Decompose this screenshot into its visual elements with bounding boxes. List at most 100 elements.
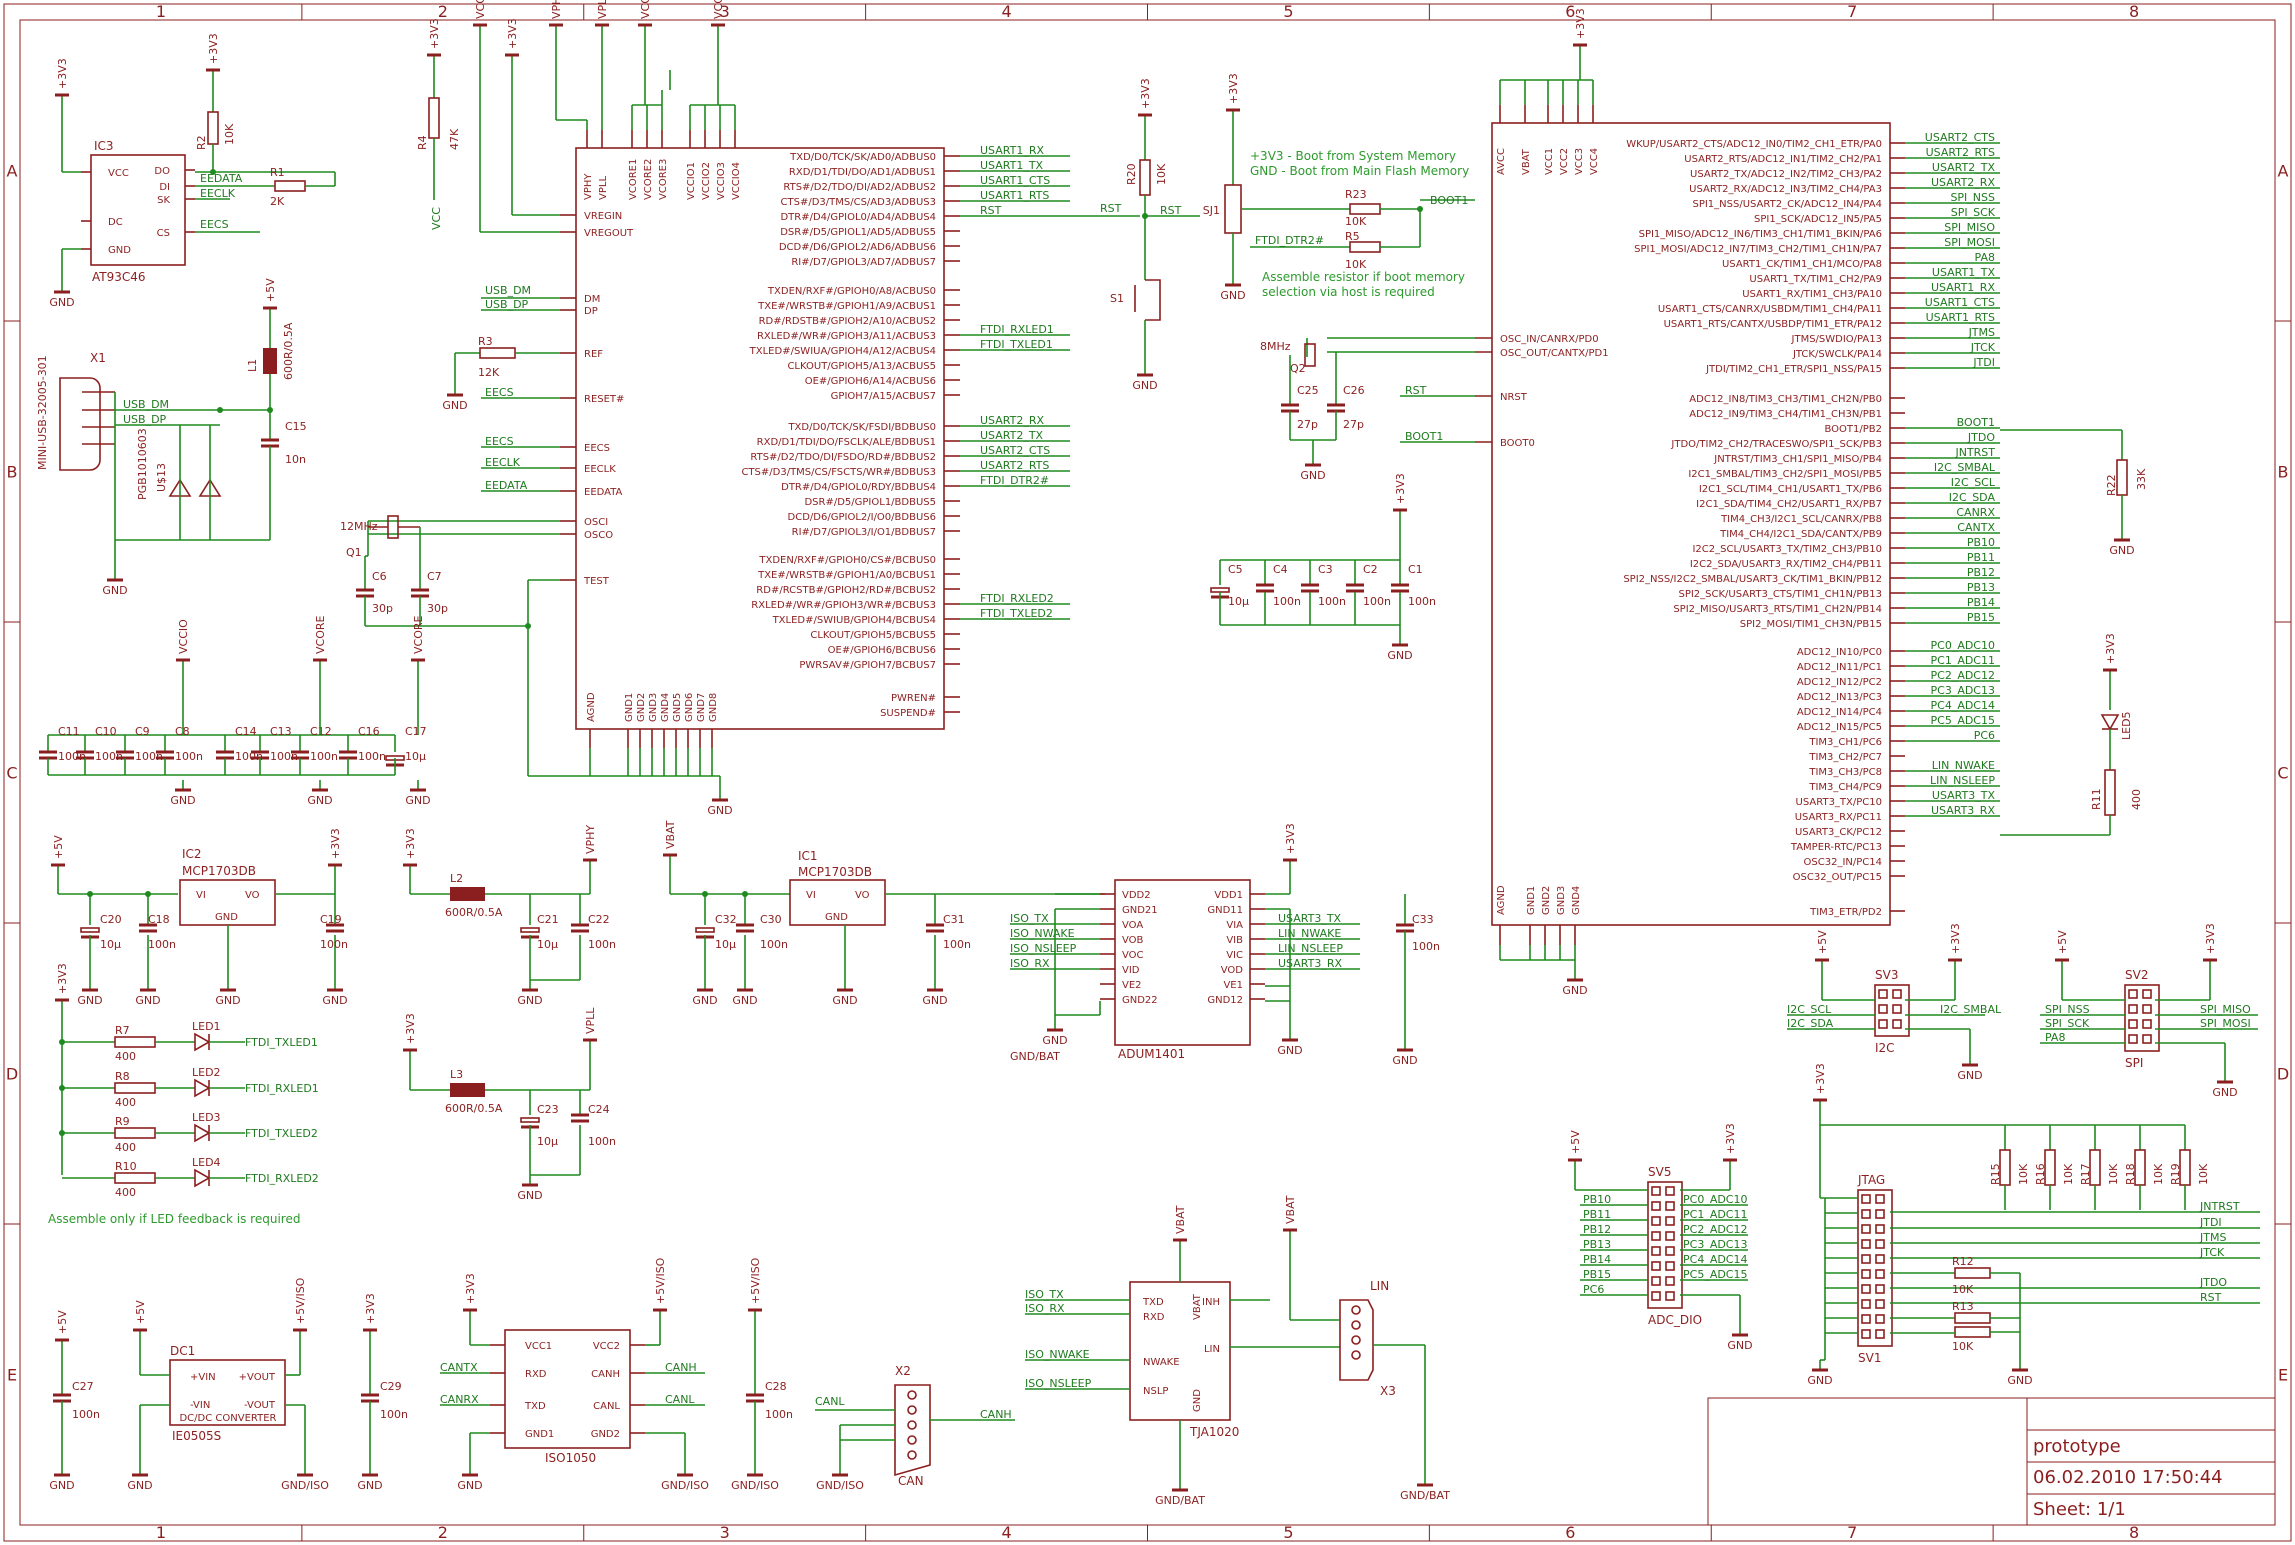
net-label: I2C_SDA <box>1949 491 1996 504</box>
header-pin <box>1651 1291 1661 1301</box>
resistor <box>274 180 306 192</box>
resistor-value: 10K <box>1952 1283 1974 1296</box>
boot-note: +3V3 - Boot from System Memory <box>1250 149 1456 163</box>
junction <box>59 1039 65 1045</box>
header-pin <box>1665 1201 1675 1211</box>
supply-label: +3V3 <box>1394 473 1407 504</box>
switch-s1 <box>1145 279 1161 321</box>
ftdi-pin-label: GND8 <box>708 693 719 722</box>
ic2-part: MCP1703DB <box>182 864 256 878</box>
led <box>194 1032 211 1052</box>
ftdi-pin-label: DM <box>584 294 600 305</box>
ground-label: GND <box>517 994 542 1007</box>
net-label: EECS <box>200 218 229 231</box>
junction <box>59 1130 65 1136</box>
header-pin <box>2128 1019 2138 1029</box>
resistor-name: R13 <box>1952 1300 1974 1313</box>
ftdi-pin-label: PWRSAV#/GPIOH7/BCBUS7 <box>799 660 936 671</box>
net-label: CANH <box>665 1361 697 1374</box>
net-label: EECLK <box>200 187 236 200</box>
net-label: PA8 <box>2045 1031 2065 1044</box>
header-pin <box>1861 1284 1871 1294</box>
net-label: FTDI_DTR2# <box>1255 234 1324 247</box>
pin-label: VCC1 <box>525 1341 552 1352</box>
crystal-value: 12MHz <box>340 520 378 533</box>
capacitor-value: 100n <box>135 750 163 763</box>
pin-label: TXD <box>1142 1297 1164 1308</box>
header-pin <box>1861 1299 1871 1309</box>
capacitor-name: C19 <box>320 913 342 926</box>
header-pin <box>1875 1254 1885 1264</box>
ftdi-pin-label: VREGOUT <box>584 228 634 239</box>
led <box>194 1123 211 1143</box>
ftdi-pin-label: DTR#/D4/GPIOL0/AD4/ADBUS4 <box>780 212 936 223</box>
ground-label: GND/BAT <box>1400 1489 1450 1502</box>
net-label: USART1_CTS <box>980 174 1050 187</box>
lin-connector-type: LIN <box>1370 1279 1389 1293</box>
net-label: USART3_RX <box>1278 957 1342 970</box>
ftdi-pin-label: VPLL <box>598 176 609 200</box>
header-pin <box>1651 1276 1661 1286</box>
capacitor <box>695 927 715 933</box>
pin-label: GND2 <box>591 1429 620 1440</box>
resistor-value: 400 <box>115 1050 136 1063</box>
stm32-pin-label: AVCC <box>1496 148 1507 175</box>
capacitor-value: 10µ <box>100 938 121 951</box>
capacitor-name: C33 <box>1412 913 1434 926</box>
connector-pin <box>1351 1335 1361 1345</box>
net-label: USART1_CTS <box>1925 296 1995 309</box>
capacitor <box>1210 587 1230 593</box>
ftdi-pin-label: VPHY <box>583 173 594 200</box>
adum-pin-label: VIB <box>1226 935 1243 946</box>
resistor-value: 400 <box>2130 789 2143 810</box>
tvs-diode <box>168 478 222 497</box>
resistor-value: 47K <box>448 128 461 150</box>
header-pin <box>1665 1186 1675 1196</box>
net-label: SPI_MOSI <box>2200 1017 2251 1030</box>
ic1-name: IC1 <box>798 849 818 863</box>
stm32-pin-label: GND4 <box>1571 886 1582 915</box>
net-label: FTDI_DTR2# <box>980 474 1049 487</box>
led-name: LED2 <box>192 1066 221 1079</box>
capacitor-name: C20 <box>100 913 122 926</box>
net-label: FTDI_TXLED1 <box>245 1036 318 1049</box>
net-label: SPI_MISO <box>1944 221 1995 234</box>
stm32-pin-label: TIM3_CH3/PC8 <box>1808 767 1882 778</box>
adum-pin-label: VE2 <box>1122 980 1142 991</box>
header-pin <box>1875 1194 1885 1204</box>
header-pin <box>1875 1329 1885 1339</box>
supply-label: +5V <box>264 278 277 302</box>
net-label: ISO_NSLEEP <box>1010 942 1077 955</box>
ground-label: GND <box>1727 1339 1752 1352</box>
capacitor <box>80 927 100 933</box>
header-pin <box>2142 1034 2152 1044</box>
connector-pin <box>907 1420 917 1430</box>
inductor-value: 600R/0.5A <box>445 906 503 919</box>
net-label: USART3_RX <box>1931 804 1995 817</box>
ftdi-pin-label: TXLED#/SWIUA/GPIOH4/A12/ACBUS4 <box>749 346 936 357</box>
net-label: USART2_TX <box>1932 161 1996 174</box>
stm32-pin-label: SPI2_SCK/USART3_CTS/TIM1_CH1N/PB13 <box>1678 589 1882 600</box>
net-label: PB12 <box>1967 566 1995 579</box>
column-number: 5 <box>1283 2 1293 21</box>
capacitor-value: 100n <box>1363 595 1391 608</box>
header-title: I2C <box>1875 1041 1895 1055</box>
net-label: RST <box>1100 202 1122 215</box>
column-number: 3 <box>720 1523 730 1542</box>
ftdi-pin-label: GND6 <box>684 693 695 722</box>
ground-label: GND <box>457 1479 482 1492</box>
net-label: I2C_SCL <box>1951 476 1996 489</box>
resistor-name: R22 <box>2105 474 2118 496</box>
resistor-name: R10 <box>115 1160 137 1173</box>
net-label: JNTRST <box>2199 1200 2240 1213</box>
ftdi-pin-label: RTS#/D2/TDO/DI/FSDO/RD#/BDBUS2 <box>750 452 936 463</box>
resistor <box>479 347 516 359</box>
ftdi-pin-label: OE#/GPIOH6/A14/ACBUS6 <box>805 376 936 387</box>
net-label: VCC <box>430 207 443 230</box>
capacitor-value: 100n <box>943 938 971 951</box>
resistor <box>114 1127 156 1139</box>
ftdi-pin-label: CTS#/D3/TMS/CS/FSCTS/WR#/BDBUS3 <box>741 467 936 478</box>
ground-label: GND <box>1957 1069 1982 1082</box>
header-pin <box>2128 1034 2138 1044</box>
